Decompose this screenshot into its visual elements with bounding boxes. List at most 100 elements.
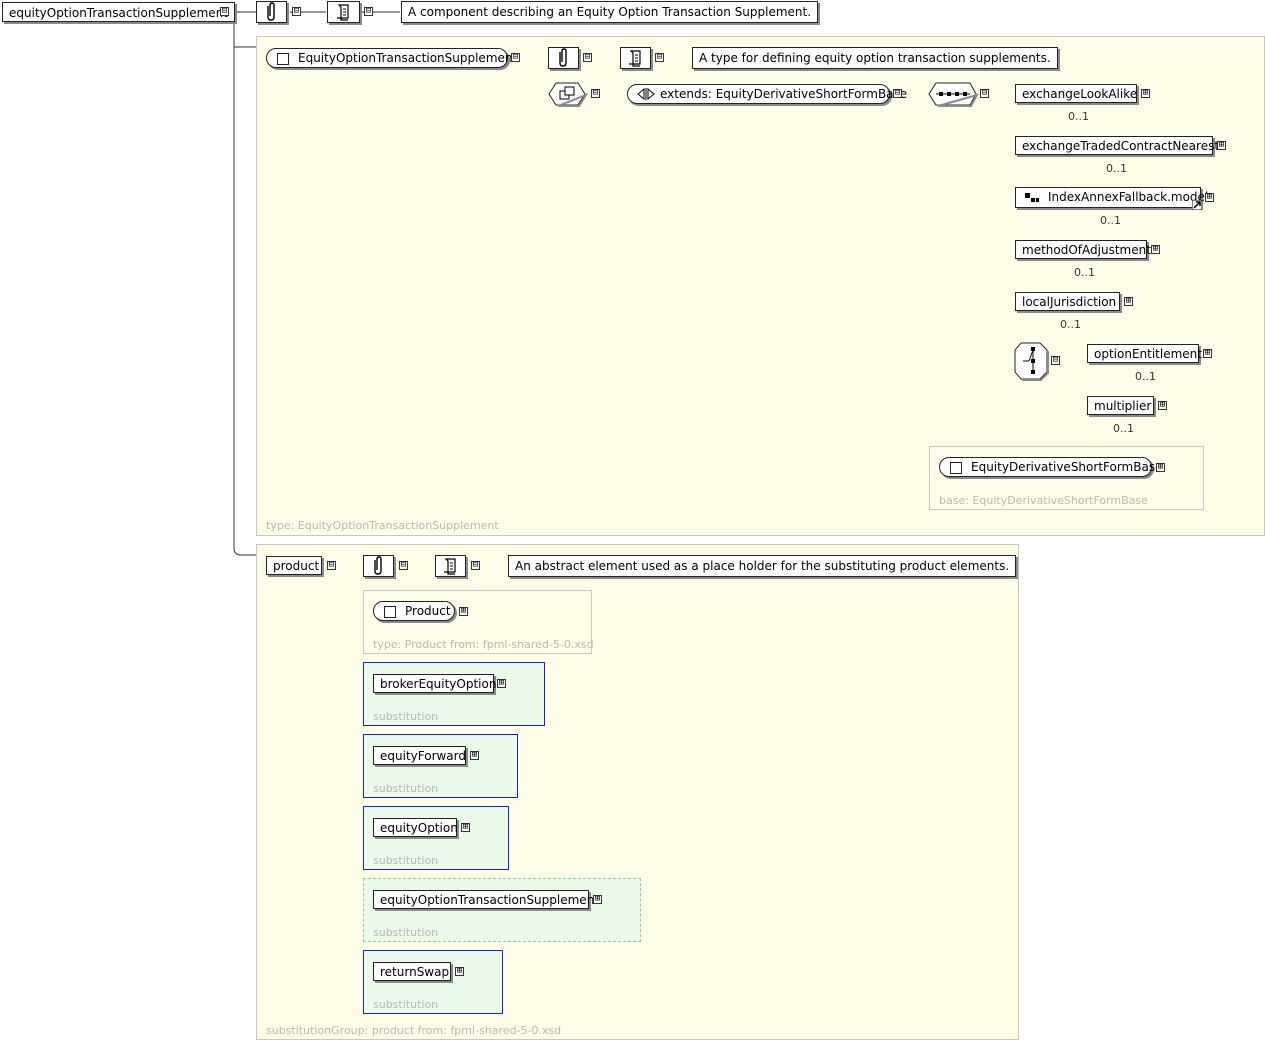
collapse-toggle[interactable]: ⊟ [511,52,520,62]
collapse-toggle[interactable]: ⊟ [1051,355,1060,365]
collapse-toggle[interactable]: ⊟ [399,560,408,570]
expand-toggle[interactable]: ⊞ [470,750,479,760]
substitution-label: equityOption [380,821,458,835]
expand-toggle[interactable]: ⊞ [459,606,468,616]
expand-toggle[interactable]: ⊞ [1156,462,1165,472]
expand-toggle[interactable]: ⊞ [1124,296,1133,306]
cardinality: 0..1 [1106,162,1127,175]
cardinality: 0..1 [1068,110,1089,123]
child-element[interactable]: methodOfAdjustment [1015,240,1151,259]
model-group-ref[interactable]: IndexAnnexFallback.model [1015,187,1208,210]
child-element-label: IndexAnnexFallback.model [1048,190,1209,204]
product-caption: substitutionGroup: product from: fpml-sh… [266,1024,562,1037]
substitution-caption: substitution [373,710,439,723]
product-type-caption: type: Product from: fpml-shared-5-0.xsd [373,638,594,651]
complex-type-checkbox [277,53,289,65]
substitution-panel [363,734,518,798]
substitution-element[interactable]: brokerEquityOption [373,674,497,693]
cardinality: 0..1 [1060,318,1081,331]
product-type-node[interactable]: Product [373,601,455,621]
substitution-element[interactable]: equityOption [373,818,458,837]
child-element-label: optionEntitlement [1094,347,1202,361]
collapse-toggle[interactable]: ⊟ [591,88,600,98]
collapse-toggle[interactable]: ⊟ [327,560,336,570]
expand-toggle[interactable]: ⊞ [1205,192,1214,202]
sequence-icon [928,82,980,107]
product-element[interactable]: product [266,556,322,575]
model-group-icon [1025,193,1039,202]
choice-element[interactable]: optionEntitlement [1087,344,1202,363]
type-documentation: A type for defining equity option transa… [692,47,1058,69]
base-type-node[interactable]: EquityDerivativeShortFormBase [939,457,1162,477]
collapse-toggle[interactable]: ⊟ [292,6,301,16]
base-type-checkbox [950,462,962,474]
substitution-element[interactable]: equityForward [373,746,466,765]
substitution-caption: substitution [373,998,439,1011]
substitution-element[interactable]: returnSwap [373,962,451,981]
expand-toggle[interactable]: ⊞ [593,894,602,904]
expand-toggle[interactable]: ⊞ [1158,400,1167,410]
substitution-label: returnSwap [380,965,450,979]
product-documentation: An abstract element used as a place hold… [508,555,1017,577]
substitution-label: brokerEquityOption [380,677,497,691]
product-type-panel [363,590,592,654]
complex-type-node[interactable]: EquityOptionTransactionSupplement [266,48,517,68]
cardinality: 0..1 [1100,214,1121,227]
substitution-panel [363,950,503,1014]
substitution-label: equityForward [380,749,467,763]
expand-toggle[interactable]: ⊞ [1203,348,1212,358]
child-element[interactable]: localJurisdiction [1015,292,1120,311]
base-caption: base: EquityDerivativeShortFormBase [939,494,1148,507]
cardinality: 0..1 [1113,422,1134,435]
cardinality: 0..1 [1135,370,1156,383]
substitution-panel [363,662,545,726]
product-type-checkbox [384,606,396,618]
child-element-label: multiplier [1094,399,1152,413]
root-element[interactable]: equityOptionTransactionSupplement [2,2,235,22]
extends-node[interactable]: extends: EquityDerivativeShortFormBase [627,84,907,104]
paperclip-icon [256,1,287,23]
collapse-toggle[interactable]: ⊟ [893,88,902,98]
expand-toggle[interactable]: ⊞ [461,822,470,832]
extension-icon [637,88,655,100]
expand-toggle[interactable]: ⊞ [1141,88,1150,98]
collapse-toggle[interactable]: ⊟ [364,6,373,16]
complex-type-label: EquityOptionTransactionSupplement [298,51,518,65]
expand-toggle[interactable]: ⊞ [455,966,464,976]
type-caption: type: EquityOptionTransactionSupplement [266,519,499,532]
choice-icon [1014,342,1049,381]
substitution-element[interactable]: equityOptionTransactionSupplement [373,890,599,909]
substitution-panel [363,806,509,870]
scroll-icon [327,1,360,23]
substitution-panel [363,878,641,942]
extends-label: extends: EquityDerivativeShortFormBase [660,87,908,101]
paperclip-icon [548,47,579,69]
collapse-toggle[interactable]: ⊟ [583,52,592,62]
base-type-label: EquityDerivativeShortFormBase [971,460,1163,474]
choice-element[interactable]: multiplier [1087,396,1154,415]
expand-toggle[interactable]: ⊞ [497,678,506,688]
scroll-icon [620,47,651,69]
collapse-toggle[interactable]: ⊟ [655,52,664,62]
product-type-label: Product [405,604,451,618]
root-element-label: equityOptionTransactionSupplement [9,6,228,20]
paperclip-icon [363,555,394,577]
substitution-caption: substitution [373,854,439,867]
root-documentation: A component describing an Equity Option … [401,1,819,23]
collapse-toggle[interactable]: ⊟ [220,6,229,16]
substitution-label: equityOptionTransactionSupplement [380,893,599,907]
expand-toggle[interactable]: ⊞ [1151,244,1160,254]
substitution-caption: substitution [373,782,439,795]
collapse-toggle[interactable]: ⊟ [471,560,480,570]
scroll-icon [435,555,466,577]
expand-toggle[interactable]: ⊞ [1217,140,1226,150]
child-element[interactable]: exchangeLookAlike [1015,84,1137,103]
complex-content-icon [548,82,589,107]
reference-arrow-icon [1192,200,1202,210]
collapse-toggle[interactable]: ⊟ [980,88,989,98]
child-element[interactable]: exchangeTradedContractNearest [1015,136,1219,155]
child-element-label: exchangeLookAlike [1022,87,1138,101]
product-element-label: product [273,559,320,573]
child-element-label: methodOfAdjustment [1022,243,1151,257]
substitution-caption: substitution [373,926,439,939]
